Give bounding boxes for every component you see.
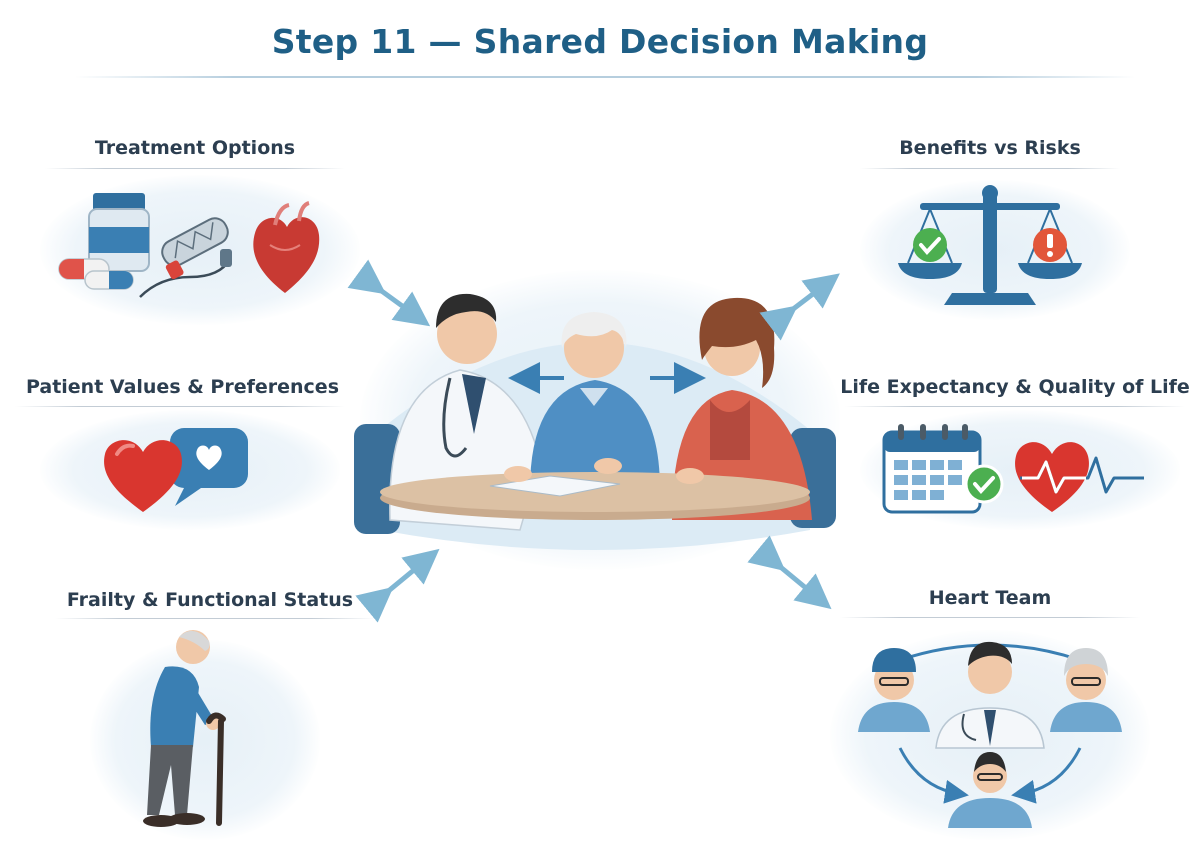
- benefits-vs-risks-divider: [860, 168, 1120, 169]
- surgeon-icon: [858, 648, 930, 732]
- treatment-options-divider: [45, 168, 345, 169]
- patient-values-label: Patient Values & Preferences: [25, 376, 340, 398]
- patient-icon: [530, 312, 660, 490]
- heart-team-divider: [840, 617, 1140, 618]
- treatment-options-illustration: [58, 193, 320, 298]
- elderly-walker-icon: [143, 630, 226, 827]
- life-expectancy-illustration: [882, 424, 1144, 514]
- stent-icon: [139, 217, 232, 298]
- pill-bottle-icon: [88, 193, 150, 272]
- title-divider: [75, 76, 1135, 78]
- page-title: Step 11 — Shared Decision Making: [271, 22, 929, 61]
- arrow-benefits: [759, 273, 840, 341]
- check-icon: [964, 464, 1004, 504]
- chat-bubble-icon: [170, 428, 248, 506]
- heart-icon: [253, 201, 320, 293]
- heart-team-label: Heart Team: [928, 587, 1052, 609]
- frailty-backdrop: [90, 640, 320, 840]
- frailty-label: Frailty & Functional Status: [66, 589, 354, 611]
- warning-icon: [1033, 228, 1067, 262]
- arrow-frailty: [355, 548, 440, 623]
- patient-values-illustration: [104, 428, 248, 512]
- arrow-treatment: [347, 259, 431, 327]
- table-icon: [380, 472, 810, 520]
- nurse-icon: [1050, 648, 1122, 732]
- benefits-vs-risks-label: Benefits vs Risks: [899, 137, 1081, 159]
- check-icon: [913, 228, 947, 262]
- frailty-divider: [55, 618, 375, 619]
- life-expectancy-divider: [845, 406, 1185, 407]
- scale-icon: [898, 185, 1082, 305]
- clinician-icon: [948, 752, 1032, 828]
- consultation-scene: [354, 293, 836, 550]
- life-expectancy-label: Life Expectancy & Quality of Life: [840, 376, 1190, 398]
- cane-icon: [206, 712, 226, 826]
- patient-values-divider: [15, 406, 345, 407]
- doctor-icon: [935, 641, 1045, 749]
- heart-icon: [104, 440, 182, 512]
- treatment-options-label: Treatment Options: [94, 137, 296, 159]
- heart-team-illustration: [858, 641, 1122, 828]
- capsule-icon: [58, 258, 134, 290]
- arrow-heart-team: [747, 535, 832, 610]
- heartbeat-icon: [1015, 442, 1144, 512]
